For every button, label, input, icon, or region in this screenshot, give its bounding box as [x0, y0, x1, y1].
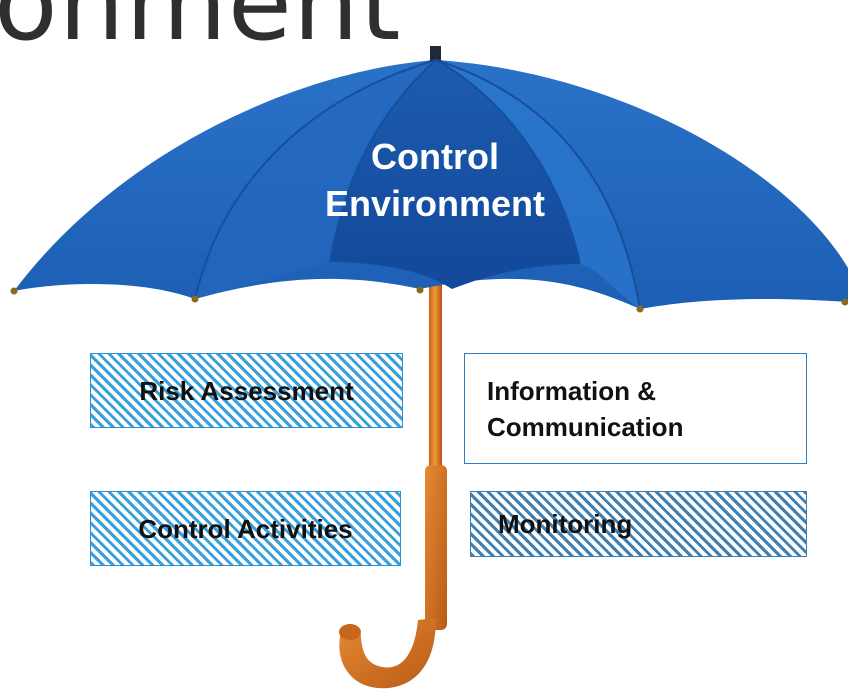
heading-fragment: onment: [0, 0, 402, 64]
risk-assessment-label: Risk Assessment: [139, 375, 354, 406]
information-line2: Communication: [487, 411, 684, 442]
control-activities-label: Control Activities: [138, 513, 353, 544]
umbrella-canopy: [10, 59, 848, 313]
information-communication-box: Information & Communication: [464, 353, 807, 464]
control-environment-label: Control Environment: [300, 133, 570, 227]
umbrella-tip: [430, 46, 441, 68]
information-line1: Information &: [487, 375, 656, 406]
risk-assessment-box: Risk Assessment: [90, 353, 403, 428]
control-activities-box: Control Activities: [90, 491, 401, 566]
monitoring-box: Monitoring: [470, 491, 807, 557]
umbrella-handle: [339, 465, 447, 689]
canopy-label-line1: Control: [371, 136, 499, 177]
canopy-label-line2: Environment: [324, 183, 546, 224]
monitoring-label: Monitoring: [498, 509, 633, 539]
information-communication-label: Information & Communication: [487, 373, 683, 445]
